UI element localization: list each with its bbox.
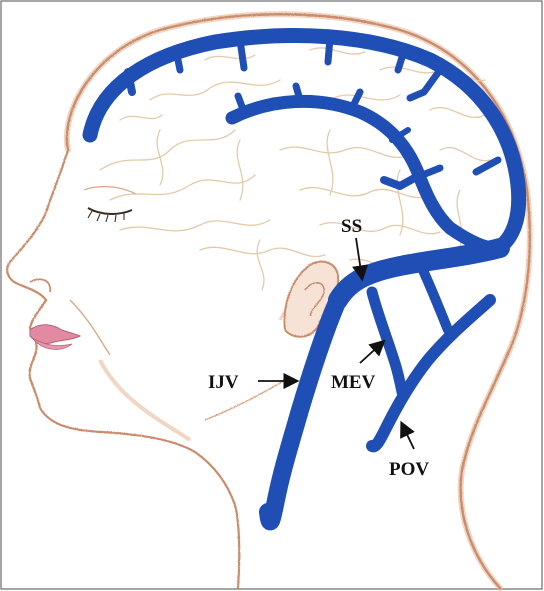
posterior-occipital-vein xyxy=(372,300,490,446)
closed-eye xyxy=(84,187,136,222)
inner-cerebral-vein xyxy=(232,101,500,248)
label-mev: MEV xyxy=(331,372,376,393)
label-ijv: IJV xyxy=(208,372,239,393)
pov-arrow xyxy=(402,424,414,449)
mastoid-emissary-vein xyxy=(372,292,402,392)
superior-sagittal-sinus xyxy=(90,36,519,252)
label-ss: SS xyxy=(341,216,362,237)
label-pov: POV xyxy=(389,459,429,480)
mev-arrow xyxy=(360,342,383,363)
